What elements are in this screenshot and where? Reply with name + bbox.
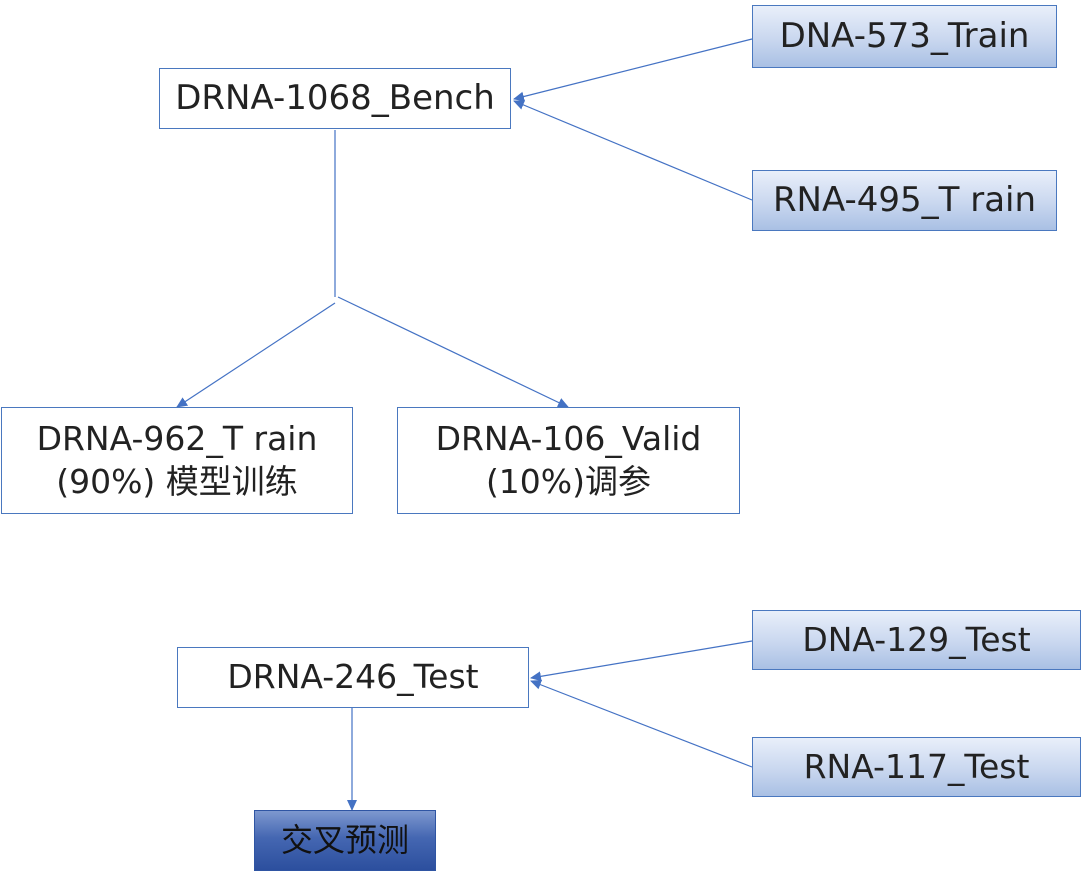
- rna-test-label: RNA-117_Test: [803, 746, 1030, 786]
- arrow-rna-train-to-bench: [513, 100, 753, 201]
- bench-node: DRNA-1068_Bench: [159, 68, 511, 129]
- test-label: DRNA-246_Test: [227, 657, 479, 697]
- rna-train-node: RNA-495_T rain: [752, 170, 1057, 231]
- rna-train-label: RNA-495_T rain: [772, 180, 1037, 221]
- arrow-split-to-valid: [337, 296, 569, 408]
- train-label-line1: DRNA-962_T rain: [36, 418, 318, 458]
- valid-node: DRNA-106_Valid (10%)调参: [397, 407, 740, 514]
- train-label-line2: (90%) 模型训练: [56, 461, 298, 501]
- arrow-dna-train-to-bench: [513, 38, 753, 102]
- valid-label-line2: (10%)调参: [485, 461, 652, 501]
- test-node: DRNA-246_Test: [177, 647, 529, 708]
- cross-predict-node: 交叉预测: [254, 810, 436, 871]
- dna-train-node: DNA-573_Train: [752, 5, 1057, 68]
- arrow-split-to-train: [176, 302, 336, 408]
- dna-test-label: DNA-129_Test: [802, 619, 1031, 659]
- valid-label-line1: DRNA-106_Valid: [435, 418, 702, 458]
- dna-test-node: DNA-129_Test: [752, 610, 1081, 670]
- arrow-rna-test-to-test: [530, 679, 753, 768]
- rna-test-node: RNA-117_Test: [752, 737, 1081, 797]
- train-node: DRNA-962_T rain (90%) 模型训练: [1, 407, 353, 514]
- arrow-dna-test-to-test: [530, 640, 753, 682]
- bench-label: DRNA-1068_Bench: [175, 78, 495, 119]
- cross-predict-label: 交叉预测: [280, 820, 409, 859]
- dna-train-label: DNA-573_Train: [779, 16, 1030, 57]
